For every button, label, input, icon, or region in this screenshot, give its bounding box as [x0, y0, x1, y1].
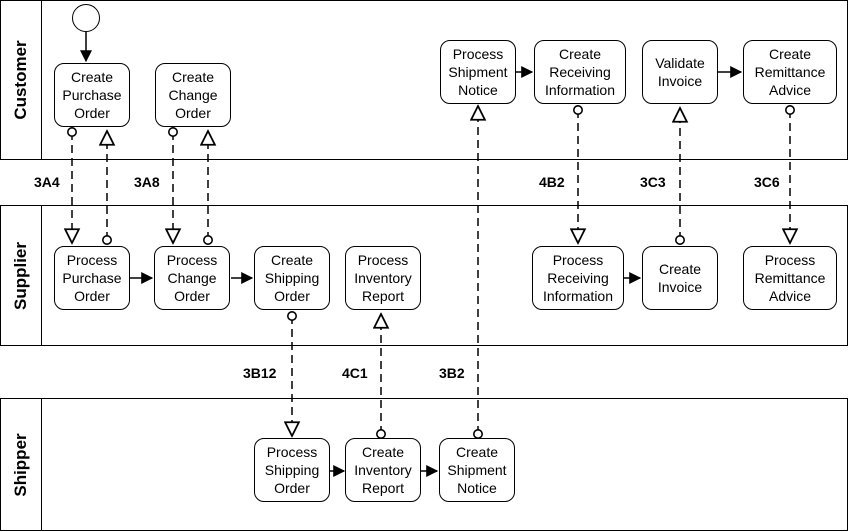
task-process-change-order[interactable]: Process Change Order — [154, 246, 230, 310]
task-create-change-order[interactable]: Create Change Order — [155, 63, 231, 127]
message-label-4b2: 4B2 — [539, 174, 565, 190]
task-process-purchase-order[interactable]: Process Purchase Order — [54, 246, 130, 310]
task-create-receiving-information[interactable]: Create Receiving Information — [534, 40, 626, 104]
message-label-3c3: 3C3 — [640, 174, 666, 190]
message-label-3b12: 3B12 — [243, 365, 277, 381]
task-create-invoice[interactable]: Create Invoice — [642, 246, 718, 310]
task-shipper-process-shipping-order[interactable]: Process Shipping Order — [254, 438, 330, 502]
supplier-lane: Supplier — [0, 205, 848, 346]
task-create-remittance-advice[interactable]: Create Remittance Advice — [743, 40, 837, 104]
customer-lane: Customer — [0, 0, 848, 160]
task-create-purchase-order[interactable]: Create Purchase Order — [54, 63, 130, 127]
message-label-3a4: 3A4 — [34, 174, 60, 190]
task-process-inventory-report[interactable]: Process Inventory Report — [345, 246, 421, 310]
start-event — [72, 4, 100, 32]
customer-lane-header: Customer — [1, 1, 42, 159]
task-create-shipping-order[interactable]: Create Shipping Order — [254, 246, 330, 310]
message-label-3b2: 3B2 — [439, 365, 465, 381]
task-create-inventory-report[interactable]: Create Inventory Report — [345, 438, 421, 502]
message-label-3c6: 3C6 — [754, 174, 780, 190]
supplier-lane-header: Supplier — [1, 206, 42, 345]
shipper-lane-header: Shipper — [1, 399, 42, 530]
message-label-4c1: 4C1 — [342, 365, 368, 381]
message-flows — [72, 106, 790, 436]
task-process-receiving-information[interactable]: Process Receiving Information — [532, 246, 624, 310]
message-label-3a8: 3A8 — [134, 174, 160, 190]
task-validate-invoice[interactable]: Validate Invoice — [642, 40, 718, 104]
task-process-shipment-notice[interactable]: Process Shipment Notice — [440, 40, 516, 104]
task-process-remittance-advice[interactable]: Process Remittance Advice — [743, 246, 837, 310]
task-create-shipment-notice[interactable]: Create Shipment Notice — [439, 438, 515, 502]
